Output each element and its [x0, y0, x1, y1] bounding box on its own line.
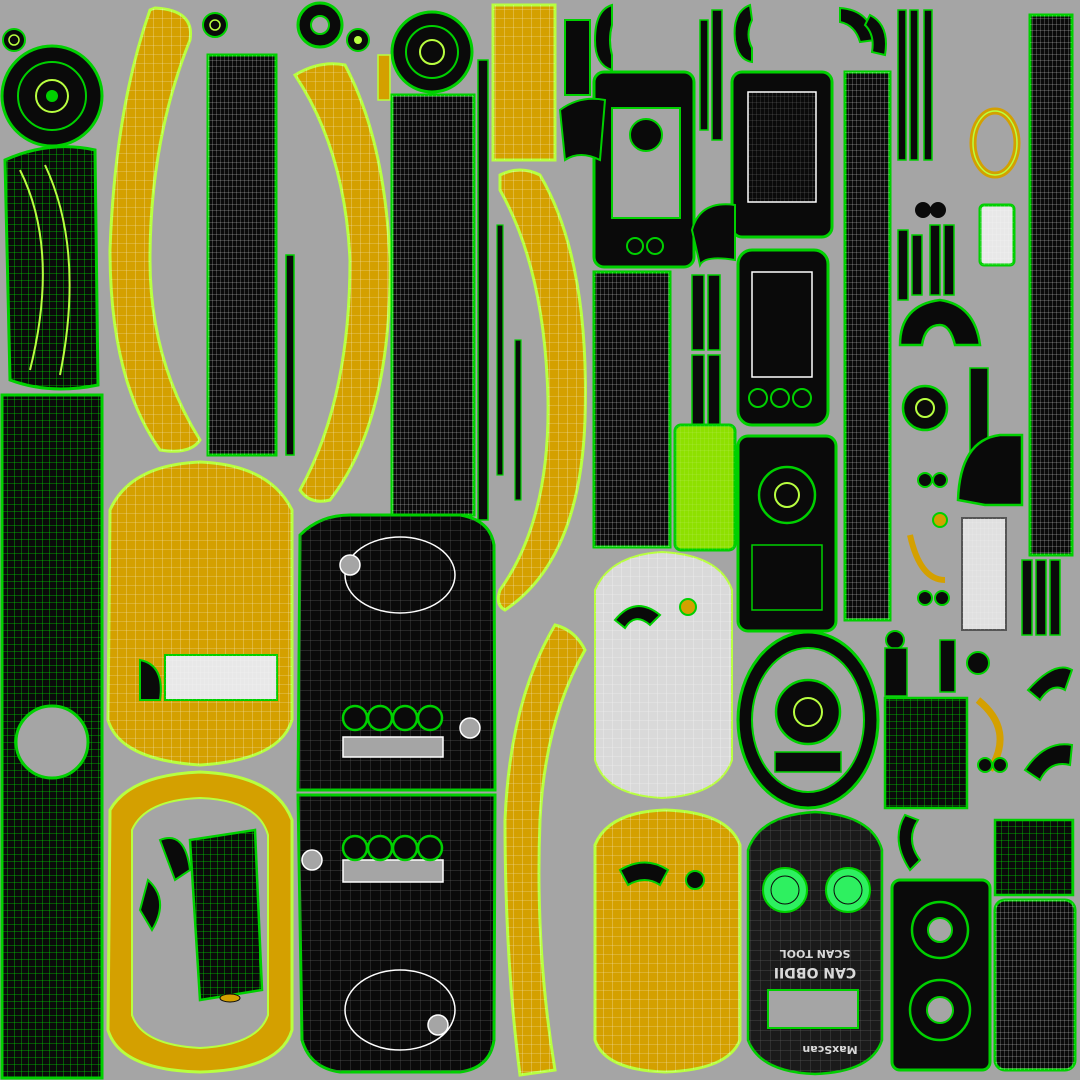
device-frame-island-4 [736, 434, 838, 633]
left-curved-arm-island [3, 145, 100, 391]
tall-black-column-island [390, 93, 476, 517]
yellow-body-island-upper [106, 460, 294, 767]
tall-grid-strip-right-1 [843, 70, 892, 622]
thin-sliver-2 [477, 59, 489, 521]
device-label-line2: SCAN TOOL [780, 947, 851, 960]
half-wheel-right-1 [898, 298, 982, 347]
clip-parts-yellow [907, 512, 950, 606]
thin-sliver-1 [285, 254, 295, 456]
yellow-curved-strip-2 [292, 62, 392, 503]
black-body-island-upper [296, 513, 497, 792]
left-tall-strip-island [0, 393, 104, 1080]
yellow-grid-rect-top [491, 3, 557, 162]
yellow-curved-strip-4 [503, 623, 587, 1077]
black-grid-block-middle [592, 270, 672, 549]
vertical-bars-right-middle [897, 224, 955, 301]
tall-segment-bottom-right [993, 818, 1077, 1072]
white-body-island [594, 550, 733, 800]
yellow-small-block-top [377, 54, 391, 101]
grid-tag-small [978, 203, 1016, 267]
dark-dots-pair [915, 202, 946, 218]
small-parts-column [691, 274, 721, 426]
c-shape-parts-top [593, 3, 887, 72]
yellow-curved-strip-1 [108, 6, 202, 453]
small-wheel-right [901, 384, 949, 432]
curved-arm-inside-ring [138, 828, 264, 1003]
device-label-line1: CAN OBDII [774, 964, 856, 980]
top-left-wheel-island [0, 44, 104, 148]
yellow-body-island-right [593, 808, 742, 1074]
black-bar-island-1 [206, 53, 278, 457]
ring-stack-island [890, 878, 992, 1072]
big-wheel-top-center [390, 10, 474, 94]
yellow-hook-part [975, 697, 1008, 773]
device-frame-island-2 [730, 70, 834, 239]
vertical-thin-bars-top-right [699, 9, 933, 161]
small-circle-top-center [202, 12, 228, 38]
curved-bridge-island-2 [690, 203, 736, 268]
lime-block-island [673, 423, 737, 552]
segmented-arm-right [883, 696, 969, 810]
white-grid-panel-right [961, 517, 1007, 631]
yellow-curved-strip-3 [496, 168, 587, 612]
tall-grid-strip-right-2 [1028, 13, 1074, 557]
top-circles-cluster [296, 1, 370, 52]
tiny-circle-topleft [2, 28, 26, 52]
curved-bridge-island-1 [558, 19, 607, 162]
yellow-ring-small [969, 107, 1021, 179]
c-shapes-bottom-right [897, 666, 1074, 872]
small-circles-bottom-right [884, 630, 990, 697]
black-body-island-lower [296, 793, 497, 1074]
device-frame-island-1 [592, 70, 696, 269]
device-frame-island-3 [736, 248, 830, 427]
thin-slivers-center [496, 224, 522, 501]
vertical-bars-bottom-right [1021, 559, 1061, 636]
device-face-island: CAN OBDII SCAN TOOL MaxScan [746, 810, 884, 1076]
right-parts-cluster [917, 367, 1024, 507]
oval-ring-island [736, 630, 880, 810]
brand-label: MaxScan [802, 1043, 857, 1056]
